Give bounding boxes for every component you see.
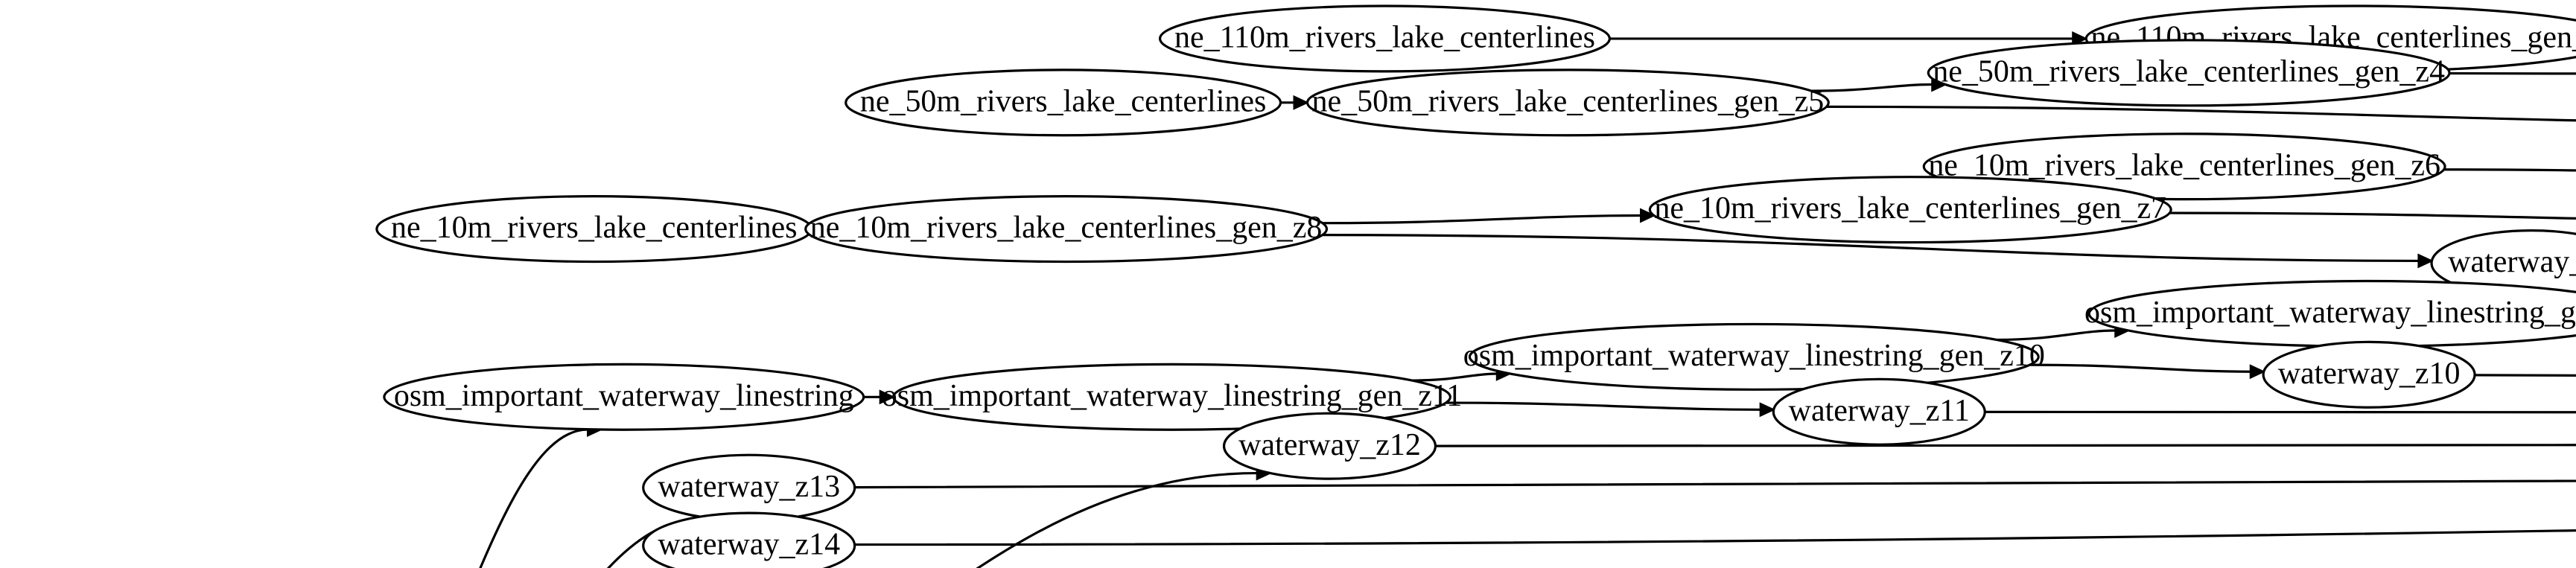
edge-node-to-node: [863, 389, 896, 405]
node-ellipse: [804, 195, 1329, 264]
edge-node-to-node: [1446, 401, 1776, 418]
edge-node-to-node: [2029, 363, 2266, 380]
edge-node-to-node: [1322, 234, 2434, 269]
node-ellipse: [642, 511, 856, 568]
graph-node-waterway_z8[interactable]: waterway_z8: [2430, 229, 2576, 298]
graph-node-ne_110m[interactable]: ne_110m_rivers_lake_centerlines: [1158, 4, 1611, 73]
node-ellipse: [845, 68, 1282, 137]
edge-arrowhead: [2072, 31, 2088, 46]
node-ellipse: [1648, 176, 2172, 244]
edge-line: [2443, 168, 2576, 172]
graph-node-osm_imp_gen_z9[interactable]: osm_important_waterway_linestring_gen_z9: [2084, 279, 2576, 348]
graph-node-osm_important_waterway[interactable]: osm_important_waterway_linestring: [383, 363, 865, 431]
graph-node-osm_imp_gen_z10[interactable]: osm_important_waterway_linestring_gen_z1…: [1463, 322, 2045, 391]
node-label: ne_50m_rivers_lake_centerlines_gen_z4: [1933, 55, 2445, 89]
edge-node-to-node: [2449, 71, 2576, 75]
node-label: waterway_z13: [658, 470, 840, 504]
node-label: osm_important_waterway_linestring_gen_z1…: [882, 379, 1462, 413]
edge-line: [1435, 444, 2576, 447]
edge-arrowhead: [879, 389, 896, 405]
node-ellipse: [1927, 39, 2451, 107]
graph-node-waterway_z11[interactable]: waterway_z11: [1772, 377, 1986, 446]
edge-line: [1322, 234, 2419, 263]
graph-node-waterway_z12[interactable]: waterway_z12: [1222, 412, 1437, 480]
node-label: ne_10m_rivers_lake_centerlines_gen_z6: [1928, 148, 2440, 182]
node-ellipse: [1772, 377, 1986, 446]
graph-node-ne_50m_gen_z4[interactable]: ne_50m_rivers_lake_centerlines_gen_z4: [1927, 39, 2451, 107]
node-label: waterway_z11: [1789, 394, 1970, 428]
edge-arrowhead: [1640, 208, 1656, 223]
edge-node-to-node: [1826, 105, 2576, 122]
edge-node-to-node: [1322, 208, 1656, 225]
edge-line: [1997, 329, 2116, 342]
edge-line: [854, 481, 2576, 489]
node-ellipse: [1158, 4, 1611, 73]
graph-node-ne_50m[interactable]: ne_50m_rivers_lake_centerlines: [845, 68, 1282, 137]
edge-line: [2169, 211, 2576, 220]
edge-to-layer-row: [1435, 444, 2576, 447]
node-label: ne_10m_rivers_lake_centerlines_gen_z8: [810, 211, 1323, 245]
node-label: osm_important_waterway_linestring_gen_z1…: [1463, 339, 2045, 373]
node-label: osm_important_waterway_linestring_gen_z9: [2084, 296, 2576, 330]
edge-line: [2029, 363, 2251, 373]
graph-node-ne_10m[interactable]: ne_10m_rivers_lake_centerlines: [375, 195, 813, 264]
edge-arrowhead: [2249, 364, 2266, 380]
node-ellipse: [2262, 340, 2476, 409]
node-label: waterway_z8: [2448, 245, 2576, 279]
edge-to-layer-row: [854, 529, 2576, 546]
edge-node-to-node: [1280, 95, 1309, 110]
node-ellipse: [1306, 68, 1830, 137]
edge-node-to-node: [2443, 168, 2576, 172]
edge-line: [479, 428, 588, 568]
node-label: waterway_z12: [1238, 428, 1421, 462]
node-label: osm_important_waterway_linestring: [394, 379, 854, 413]
edge-line: [606, 517, 702, 568]
graph-node-ne_50m_gen_z5[interactable]: ne_50m_rivers_lake_centerlines_gen_z5: [1306, 68, 1830, 137]
edge-line: [1826, 105, 2576, 122]
node-label: ne_50m_rivers_lake_centerlines_gen_z5: [1312, 84, 1825, 118]
graph-node-waterway_z14[interactable]: waterway_z14: [642, 511, 856, 568]
edge-line: [1411, 372, 1497, 382]
graph-node-waterway_z13[interactable]: waterway_z13: [642, 453, 856, 522]
node-label: waterway_z14: [658, 528, 840, 562]
edge-line: [1811, 83, 1933, 92]
node-label: ne_110m_rivers_lake_centerlines: [1174, 21, 1595, 55]
edge-to-layer-row: [854, 481, 2576, 489]
edge-to-layer-row: [2475, 374, 2576, 377]
edge-node-to-node: [1811, 77, 1947, 92]
node-ellipse: [1468, 322, 2040, 391]
graph-node-waterway_z10[interactable]: waterway_z10: [2262, 340, 2476, 409]
edge-line: [1322, 214, 1641, 225]
edge-line: [1446, 401, 1761, 411]
node-label: ne_10m_rivers_lake_centerlines: [391, 211, 797, 245]
graph-node-ne_10m_gen_z7[interactable]: ne_10m_rivers_lake_centerlines_gen_z7: [1648, 176, 2172, 244]
edge-line: [1985, 410, 2576, 414]
edge-to-layer-row: [1985, 410, 2576, 414]
node-label: ne_50m_rivers_lake_centerlines: [860, 84, 1266, 118]
edge-arrowhead: [1293, 95, 1309, 110]
edge-arrowhead: [1759, 402, 1776, 418]
graph-node-ne_10m_gen_z8[interactable]: ne_10m_rivers_lake_centerlines_gen_z8: [804, 195, 1329, 264]
edge-line: [2475, 374, 2576, 377]
edge-line: [854, 529, 2576, 546]
node-ellipse: [1222, 412, 1437, 480]
node-label: waterway_z10: [2278, 357, 2461, 391]
edge-node-to-node: [1609, 31, 2088, 46]
edge-arrowhead: [2417, 253, 2434, 269]
node-label: ne_10m_rivers_lake_centerlines_gen_z7: [1654, 191, 2166, 226]
edge-node-to-node: [479, 422, 603, 568]
edge-line: [976, 471, 1257, 568]
node-ellipse: [383, 363, 865, 431]
nodes-layer: imposm3osm_waterway_linestringne_110m_ri…: [375, 4, 2576, 568]
edge-node-to-node: [2169, 211, 2576, 220]
